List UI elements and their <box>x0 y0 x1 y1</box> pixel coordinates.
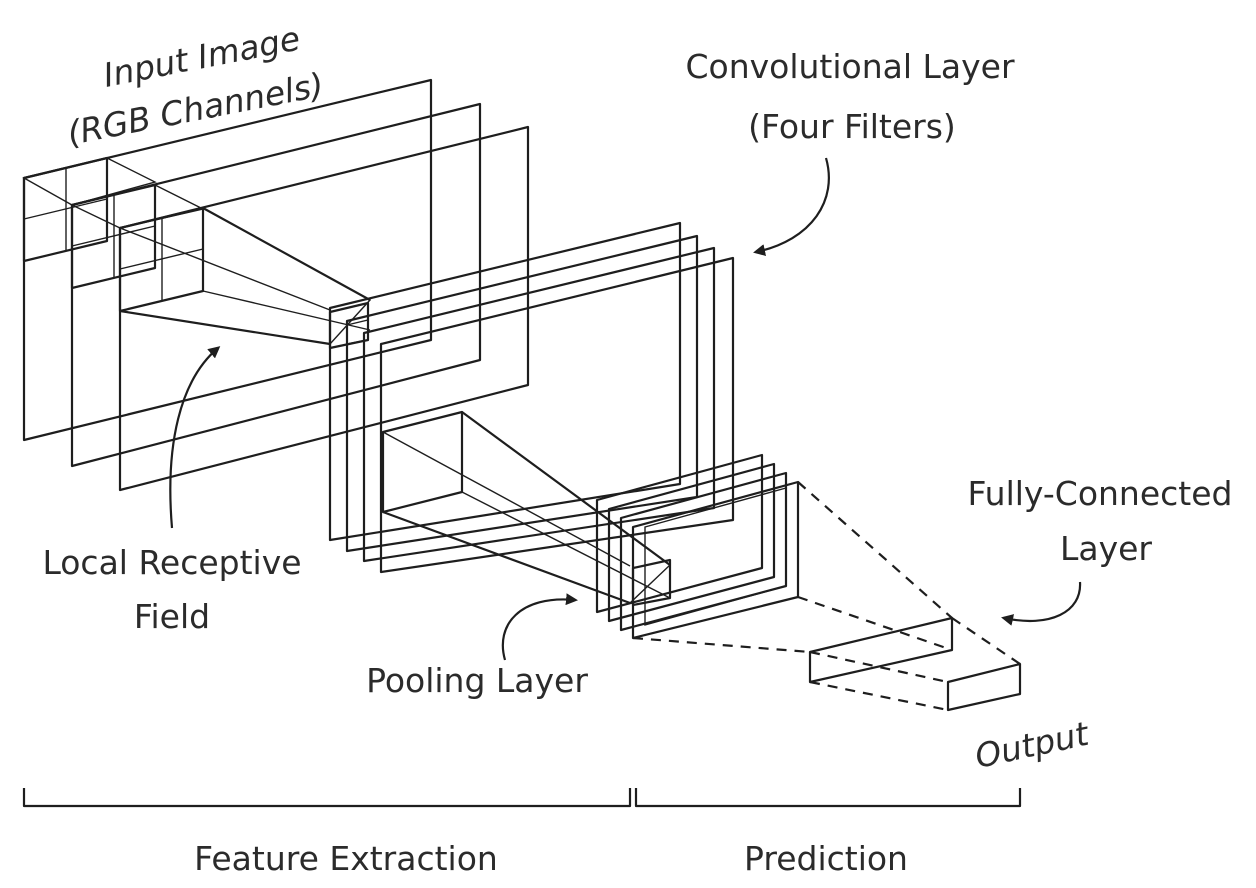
fc-bar <box>808 616 954 684</box>
feature-extraction-label: Feature Extraction <box>194 839 498 878</box>
output-label: Output <box>972 714 1093 776</box>
pool-map-1 <box>595 453 764 614</box>
conv-filter-2 <box>345 234 699 553</box>
arrow-receptive-field <box>169 346 221 529</box>
receptive-window-red <box>22 156 157 263</box>
arrow-fc-layer <box>1001 581 1082 626</box>
green-channel <box>70 102 482 468</box>
prediction-bracket <box>634 788 1022 808</box>
receptive-field-label-2: Field <box>134 597 210 636</box>
red-channel <box>22 78 433 442</box>
receptive-field-label-1: Local Receptive <box>42 543 301 582</box>
pooling-window <box>381 410 464 514</box>
conv-filter-4 <box>379 256 735 574</box>
arrow-conv-layer <box>753 157 830 256</box>
feature-extraction-bracket <box>22 788 632 808</box>
pool-map-2 <box>607 462 776 623</box>
output-bar <box>946 662 1022 712</box>
prediction-label: Prediction <box>744 839 908 878</box>
conv-layer-label-2: (Four Filters) <box>748 107 956 146</box>
conv-filter-1 <box>328 221 682 542</box>
fully-connected-layer <box>632 481 954 684</box>
conv-layer-label-1: Convolutional Layer <box>685 47 1014 86</box>
blue-channel <box>118 125 530 492</box>
pooling-projection <box>382 411 672 605</box>
pooling-layer-label: Pooling Layer <box>366 661 588 700</box>
conv-filter-3 <box>362 246 716 563</box>
receptive-window-blue <box>118 206 205 313</box>
output-layer <box>809 617 1022 712</box>
receptive-window-green <box>69 183 206 290</box>
receptive-field-projection <box>119 207 372 346</box>
fc-layer-label-2: Layer <box>1060 529 1152 568</box>
pooling-neuron <box>631 558 672 607</box>
arrow-pooling-layer <box>501 593 578 661</box>
fc-layer-label-1: Fully-Connected <box>968 474 1233 513</box>
